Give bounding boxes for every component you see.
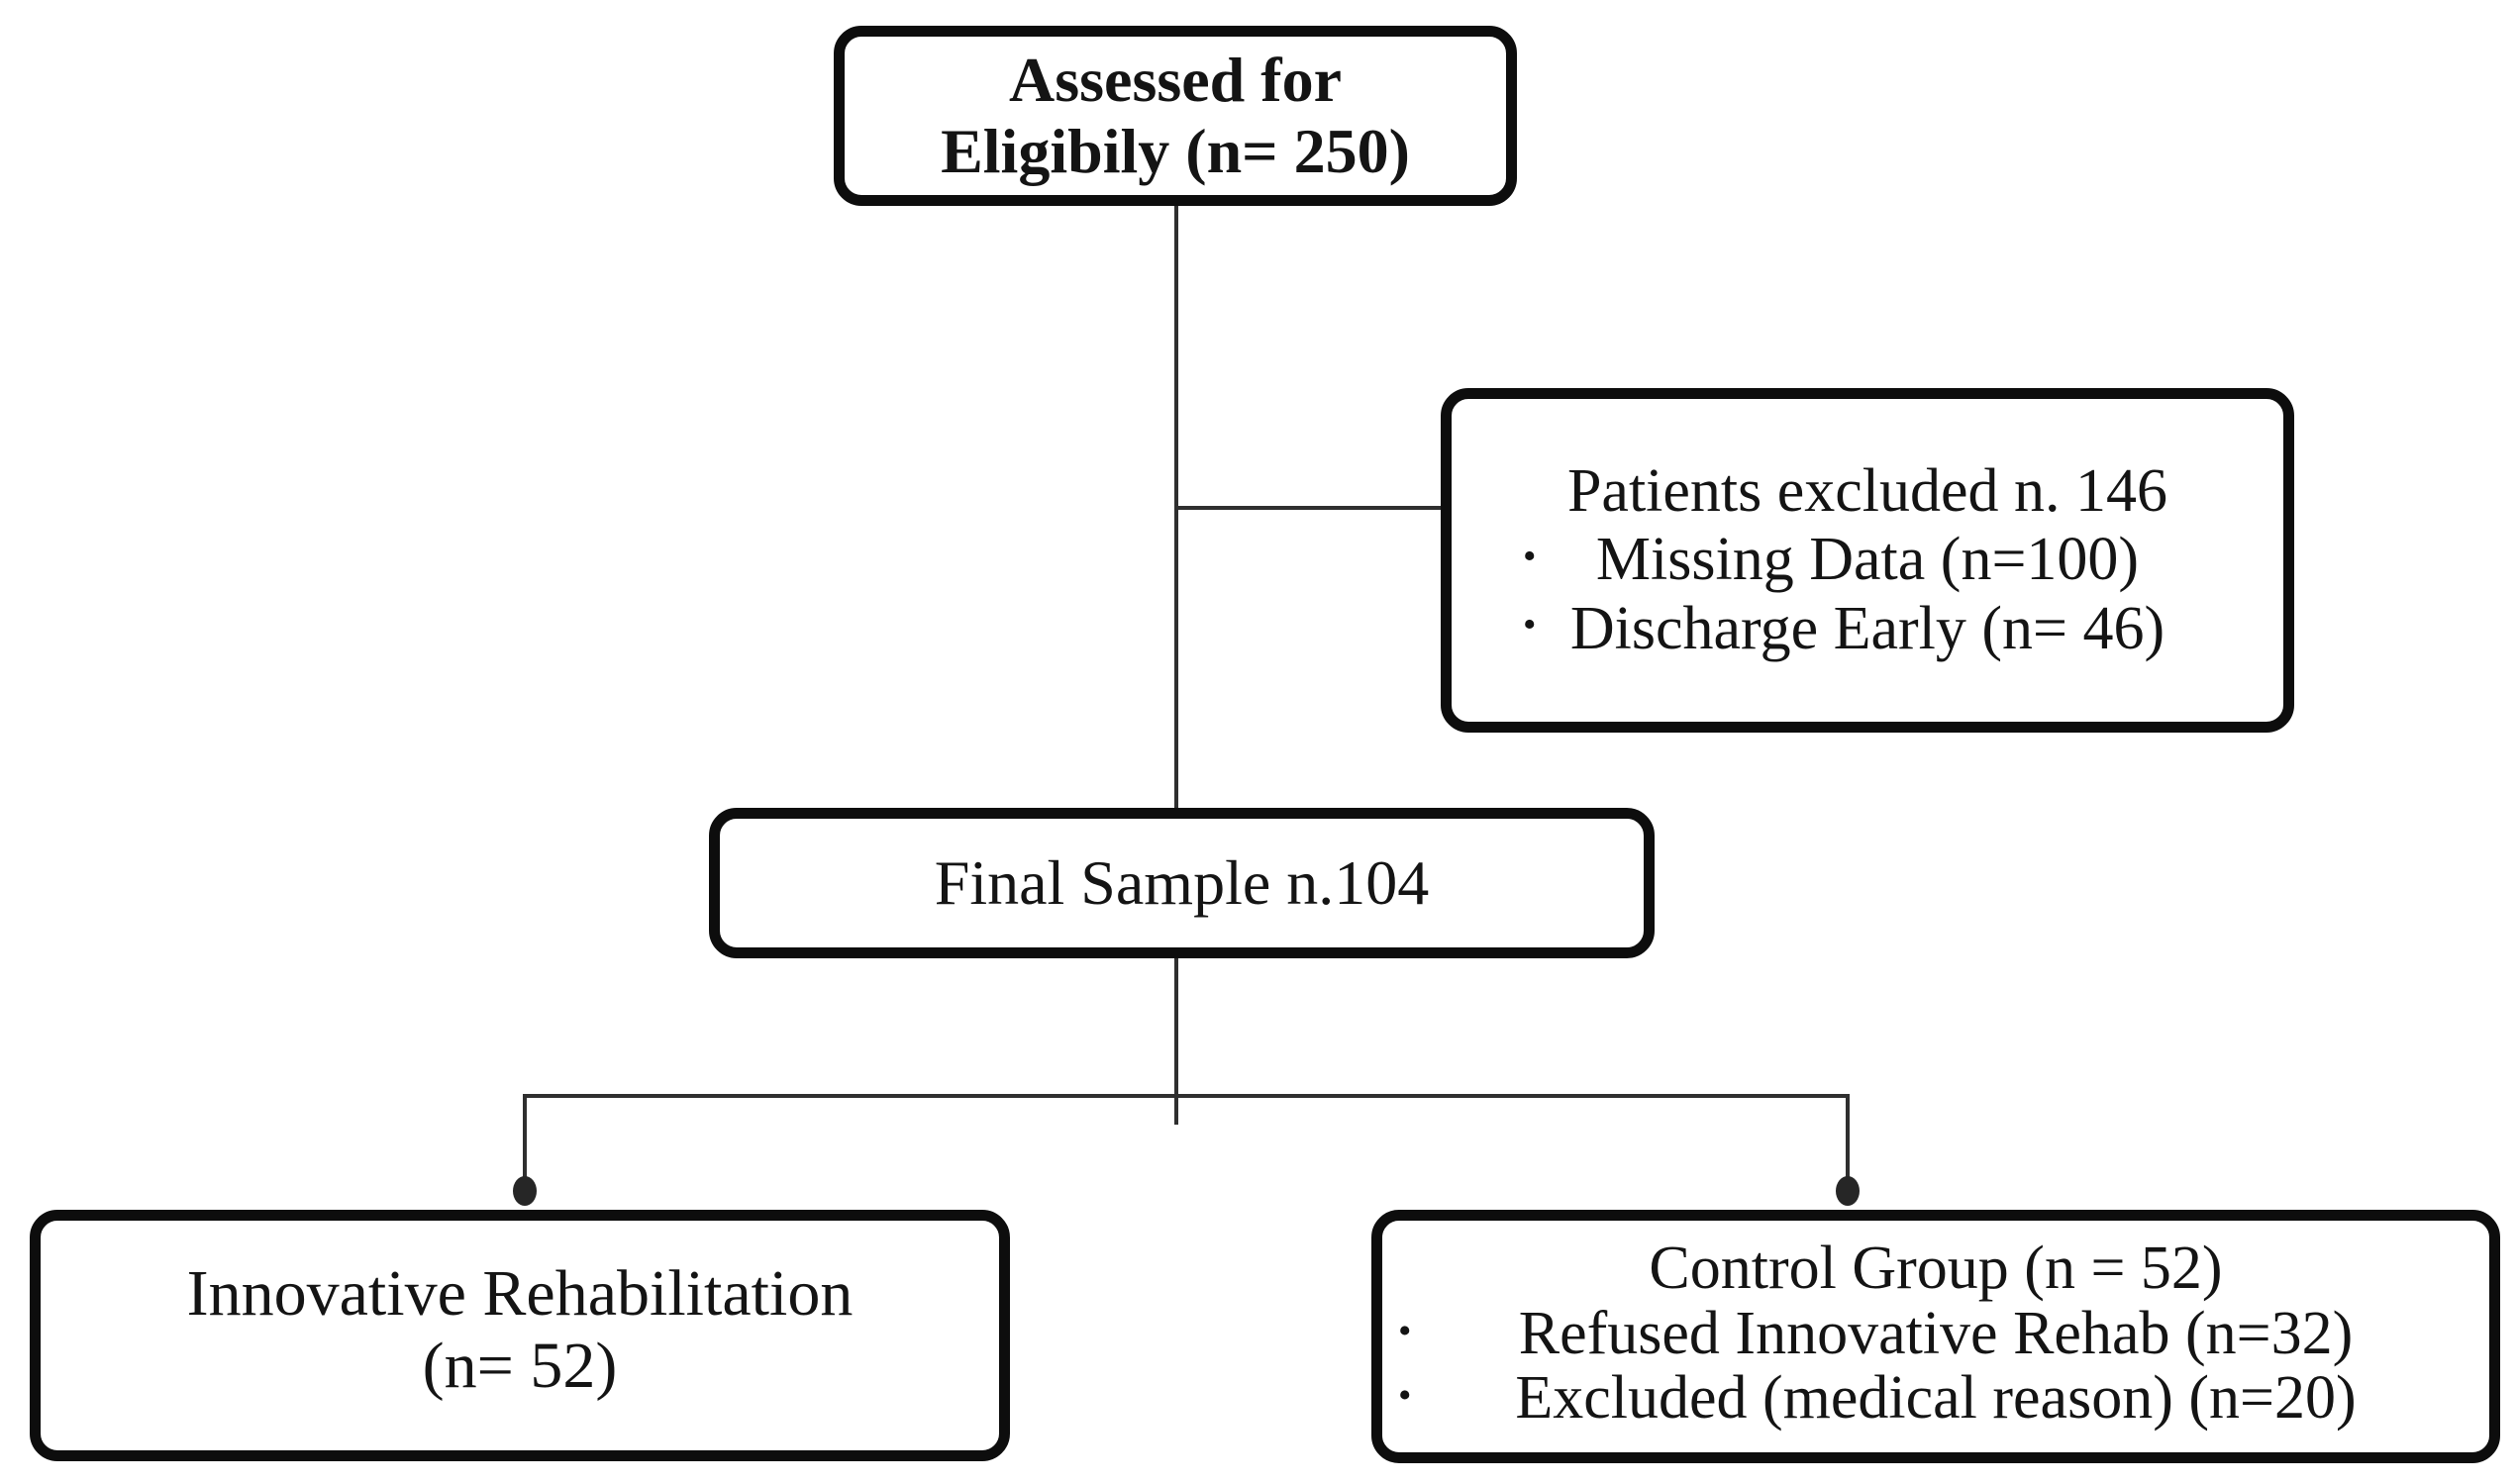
innovative-line-2: (n= 52)	[422, 1329, 618, 1402]
node-final-sample: Final Sample n.104	[709, 808, 1655, 958]
node-patients-excluded: Patients excluded n. 146 • Missing Data …	[1441, 388, 2294, 733]
assessed-line-1: Assessed for	[1009, 45, 1342, 116]
control-title: Control Group (n = 52)	[1649, 1235, 2223, 1302]
node-control-group: Control Group (n = 52) • Refused Innovat…	[1371, 1210, 2500, 1463]
excluded-title: Patients excluded n. 146	[1566, 456, 2168, 525]
final-sample-label: Final Sample n.104	[934, 847, 1430, 918]
node-assessed-eligibility: Assessed for Eligibily (n= 250)	[834, 26, 1517, 206]
control-bullet-item: • Refused Innovative Rehab (n=32)	[1382, 1299, 2489, 1367]
right-branch-dot	[1836, 1176, 1860, 1206]
connector-excluded-branch-horizontal	[1176, 506, 1442, 510]
control-bullet-text: Refused Innovative Rehab (n=32)	[1518, 1299, 2354, 1367]
connector-split-horizontal	[523, 1094, 1850, 1098]
excluded-bullet-item: • Missing Data (n=100)	[1452, 526, 2283, 594]
connector-final-to-split-vertical	[1174, 956, 1178, 1125]
excluded-bullet-item: • Discharge Early (n= 46)	[1452, 595, 2283, 663]
connector-right-drop-vertical	[1846, 1096, 1850, 1195]
excluded-bullet-text: Discharge Early (n= 46)	[1569, 594, 2165, 662]
control-bullet-item: • Excluded (medical reason) (n=20)	[1382, 1366, 2489, 1432]
bullet-dot-icon: •	[1398, 1309, 1412, 1351]
innovative-line-1: Innovative Rehabilitation	[186, 1257, 854, 1330]
connector-left-drop-vertical	[523, 1096, 527, 1195]
bullet-dot-icon: •	[1523, 604, 1537, 646]
left-branch-dot	[513, 1176, 537, 1206]
assessed-line-2: Eligibily (n= 250)	[941, 116, 1410, 186]
excluded-bullet-text: Missing Data (n=100)	[1595, 526, 2140, 594]
bullet-dot-icon: •	[1523, 536, 1537, 578]
control-bullet-text: Excluded (medical reason) (n=20)	[1515, 1364, 2357, 1433]
node-innovative-rehabilitation: Innovative Rehabilitation (n= 52)	[30, 1210, 1010, 1461]
bullet-dot-icon: •	[1398, 1374, 1412, 1417]
